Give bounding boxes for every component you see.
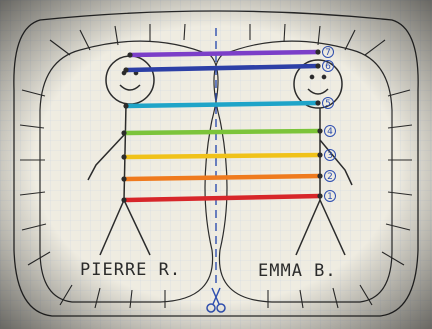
- cord-number-label: 6: [325, 62, 331, 72]
- cord-3: [124, 155, 320, 157]
- cord-anchor-right: [317, 128, 322, 133]
- cord-7: [130, 52, 318, 55]
- cord-number-label: 2: [327, 172, 333, 182]
- cord-anchor-left: [121, 154, 126, 159]
- cord-number-label: 4: [327, 127, 333, 137]
- cord-anchor-left: [121, 197, 126, 202]
- cord-anchor-right: [315, 100, 320, 105]
- cord-number-label: 7: [325, 48, 331, 58]
- cord-anchor-left: [123, 67, 128, 72]
- cord-anchor-left: [127, 52, 132, 57]
- cord-anchor-left: [123, 103, 128, 108]
- cord-5: [126, 103, 318, 106]
- cord-4: [124, 131, 320, 133]
- cord-anchor-right: [317, 173, 322, 178]
- emma-name: EMMA B.: [258, 261, 337, 281]
- cord-anchor-right: [317, 193, 322, 198]
- cord-anchor-right: [317, 152, 322, 157]
- cord-anchor-left: [121, 176, 126, 181]
- cord-number-label: 3: [327, 151, 333, 161]
- cord-2: [124, 176, 320, 179]
- cord-number-label: 5: [325, 99, 331, 109]
- cord-number-label: 1: [327, 192, 333, 202]
- pierre-name: PIERRE R.: [80, 260, 181, 280]
- cord-anchor-left: [121, 130, 126, 135]
- cord-anchor-right: [315, 49, 320, 54]
- cord-anchor-right: [315, 63, 320, 68]
